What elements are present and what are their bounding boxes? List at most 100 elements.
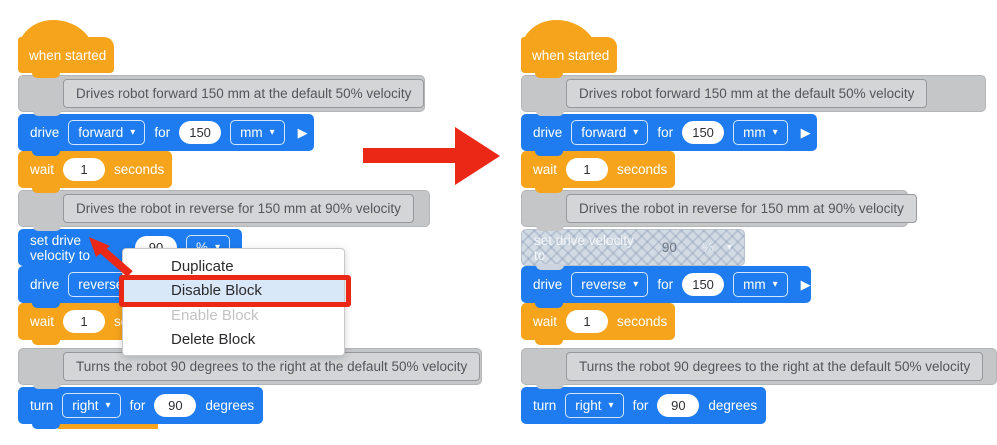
chevron-down-icon: ▾ (726, 242, 732, 253)
block-tab (32, 339, 60, 345)
play-icon[interactable]: ▶ (297, 124, 308, 140)
distance-input[interactable]: 150 (179, 121, 222, 144)
when-started-block[interactable]: when started (18, 20, 114, 78)
block-tab (33, 383, 61, 389)
set-velocity-label: set drive velocity to (534, 232, 634, 263)
play-icon[interactable]: ▶ (770, 397, 781, 413)
for-label: for (129, 398, 146, 413)
wait-block[interactable]: wait 1 seconds (521, 303, 675, 345)
unit-value: mm (743, 277, 766, 292)
transition-arrow-shaft (363, 148, 457, 163)
panel-before: when started Drives robot forward 150 mm… (18, 20, 482, 429)
block-tab (32, 72, 60, 78)
block-tab (536, 264, 564, 270)
turn-direction-value: right (575, 398, 602, 413)
chevron-down-icon: ▾ (214, 241, 220, 253)
direction-dropdown[interactable]: forward ▾ (68, 120, 146, 145)
block-tab (32, 187, 60, 193)
comment-text: Turns the robot 90 degrees to the right … (63, 352, 481, 381)
comment-text: Drives the robot in reverse for 150 mm a… (566, 194, 917, 223)
block-tab (32, 150, 60, 156)
play-icon[interactable]: ▶ (800, 124, 811, 140)
comment-block-reverse[interactable]: Drives the robot in reverse for 150 mm a… (521, 190, 917, 231)
wait-label: wait (533, 314, 558, 329)
direction-value: forward (581, 125, 627, 140)
turn-right-block[interactable]: turn right ▾ for 90 degrees ▶ (521, 387, 780, 424)
menu-item-disable-block[interactable]: Disable Block (123, 278, 344, 303)
block-tab (535, 187, 563, 193)
drive-label: drive (533, 125, 563, 140)
unit-value: mm (743, 125, 766, 140)
menu-item-duplicate[interactable]: Duplicate (171, 257, 234, 275)
direction-dropdown[interactable]: reverse ▾ (571, 272, 649, 297)
angle-input[interactable]: 90 (154, 394, 197, 417)
drive-reverse-block[interactable]: drive reverse ▾ for 150 mm ▾ ▶ (521, 266, 811, 308)
menu-item-enable-block: Enable Block (171, 306, 259, 324)
turn-direction-dropdown[interactable]: right ▾ (565, 393, 624, 418)
block-tab (536, 383, 564, 389)
block-tab (32, 423, 60, 429)
when-started-label: when started (29, 47, 107, 63)
comment-text: Turns the robot 90 degrees to the right … (566, 352, 984, 381)
wait-input[interactable]: 1 (566, 158, 609, 181)
wait-label: wait (30, 162, 55, 177)
play-icon[interactable]: ▶ (800, 276, 811, 292)
comment-text: Drives the robot in reverse for 150 mm a… (63, 194, 414, 223)
seconds-label: seconds (617, 162, 668, 177)
velocity-value: 90 (661, 240, 677, 255)
when-started-block[interactable]: when started (521, 20, 617, 78)
distance-input[interactable]: 150 (682, 121, 725, 144)
comment-block-turn[interactable]: Turns the robot 90 degrees to the right … (521, 348, 997, 389)
direction-value: forward (78, 125, 124, 140)
angle-input[interactable]: 90 (657, 394, 700, 417)
block-tab (536, 225, 564, 231)
chevron-down-icon: ▾ (633, 278, 639, 290)
wait-block[interactable]: wait 1 seconds (521, 151, 675, 193)
set-drive-velocity-block-disabled[interactable]: set drive velocity to 90 % ▾ (521, 229, 745, 270)
degrees-label: degrees (708, 398, 758, 413)
wait-label: wait (30, 314, 55, 329)
chevron-down-icon: ▾ (772, 126, 778, 138)
wait-label: wait (533, 162, 558, 177)
wait-block[interactable]: wait 1 seconds (18, 151, 172, 193)
chevron-down-icon: ▾ (130, 126, 136, 138)
turn-label: turn (533, 398, 557, 413)
comment-block-forward[interactable]: Drives robot forward 150 mm at the defau… (18, 75, 425, 116)
transition-arrow-icon (455, 127, 500, 185)
for-label: for (154, 125, 171, 140)
play-icon[interactable]: ▶ (267, 397, 278, 413)
next-block-sliver (58, 424, 158, 429)
turn-direction-dropdown[interactable]: right ▾ (62, 393, 121, 418)
context-menu: Duplicate Disable Block Enable Block Del… (119, 248, 351, 356)
drive-forward-block[interactable]: drive forward ▾ for 150 mm ▾ ▶ (521, 114, 817, 156)
direction-dropdown[interactable]: forward ▾ (571, 120, 649, 145)
comment-block-forward[interactable]: Drives robot forward 150 mm at the defau… (521, 75, 986, 116)
block-tab (32, 265, 60, 271)
unit-dropdown[interactable]: mm ▾ (733, 120, 788, 145)
percent-label: % (701, 240, 714, 255)
menu-item-delete-block[interactable]: Delete Block (171, 331, 256, 349)
distance-input[interactable]: 150 (682, 273, 725, 296)
wait-input[interactable]: 1 (566, 310, 609, 333)
turn-right-block[interactable]: turn right ▾ for 90 degrees ▶ (18, 387, 277, 429)
degrees-label: degrees (205, 398, 255, 413)
for-label: for (632, 398, 649, 413)
comment-text: Drives robot forward 150 mm at the defau… (566, 79, 928, 108)
block-tab (32, 302, 60, 308)
wait-input[interactable]: 1 (63, 158, 106, 181)
block-tab (33, 225, 61, 231)
unit-dropdown[interactable]: mm ▾ (733, 272, 788, 297)
block-tab (536, 110, 564, 116)
chevron-down-icon: ▾ (633, 126, 639, 138)
seconds-label: seconds (617, 314, 668, 329)
comment-text: Drives robot forward 150 mm at the defau… (63, 79, 425, 108)
drive-forward-block[interactable]: drive forward ▾ for 150 mm ▾ ▶ (18, 114, 314, 156)
chevron-down-icon: ▾ (269, 126, 275, 138)
unit-dropdown[interactable]: mm ▾ (230, 120, 285, 145)
comment-block-reverse[interactable]: Drives the robot in reverse for 150 mm a… (18, 190, 430, 231)
for-label: for (657, 125, 674, 140)
drive-label: drive (30, 277, 60, 292)
turn-direction-value: right (72, 398, 99, 413)
turn-label: turn (30, 398, 54, 413)
wait-input[interactable]: 1 (63, 310, 106, 333)
